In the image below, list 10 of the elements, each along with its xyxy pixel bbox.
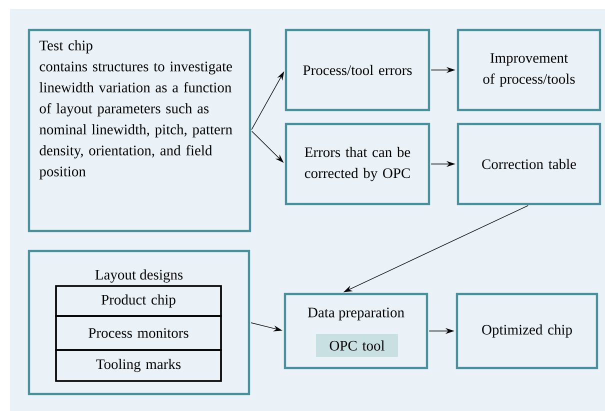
process-box: Test chip contains structures to investigate linewidth variation as a function of layout parameters such as nominal linewidth, pitch, pattern density, orientation, and field position	[28, 28, 252, 232]
process-box: Optimized chip	[456, 292, 598, 370]
tool-label: OPC tool	[316, 334, 398, 357]
process-box: Correction table	[456, 122, 602, 206]
process-box: Errors that can be corrected by OPC	[284, 122, 430, 206]
list-row: Product chip	[55, 285, 222, 317]
list-row: Tooling marks	[55, 349, 222, 382]
process-box: Improvement of process/tools	[456, 28, 602, 112]
list-row: Process monitors	[55, 315, 222, 351]
process-box: Process/tool errors	[284, 28, 430, 112]
